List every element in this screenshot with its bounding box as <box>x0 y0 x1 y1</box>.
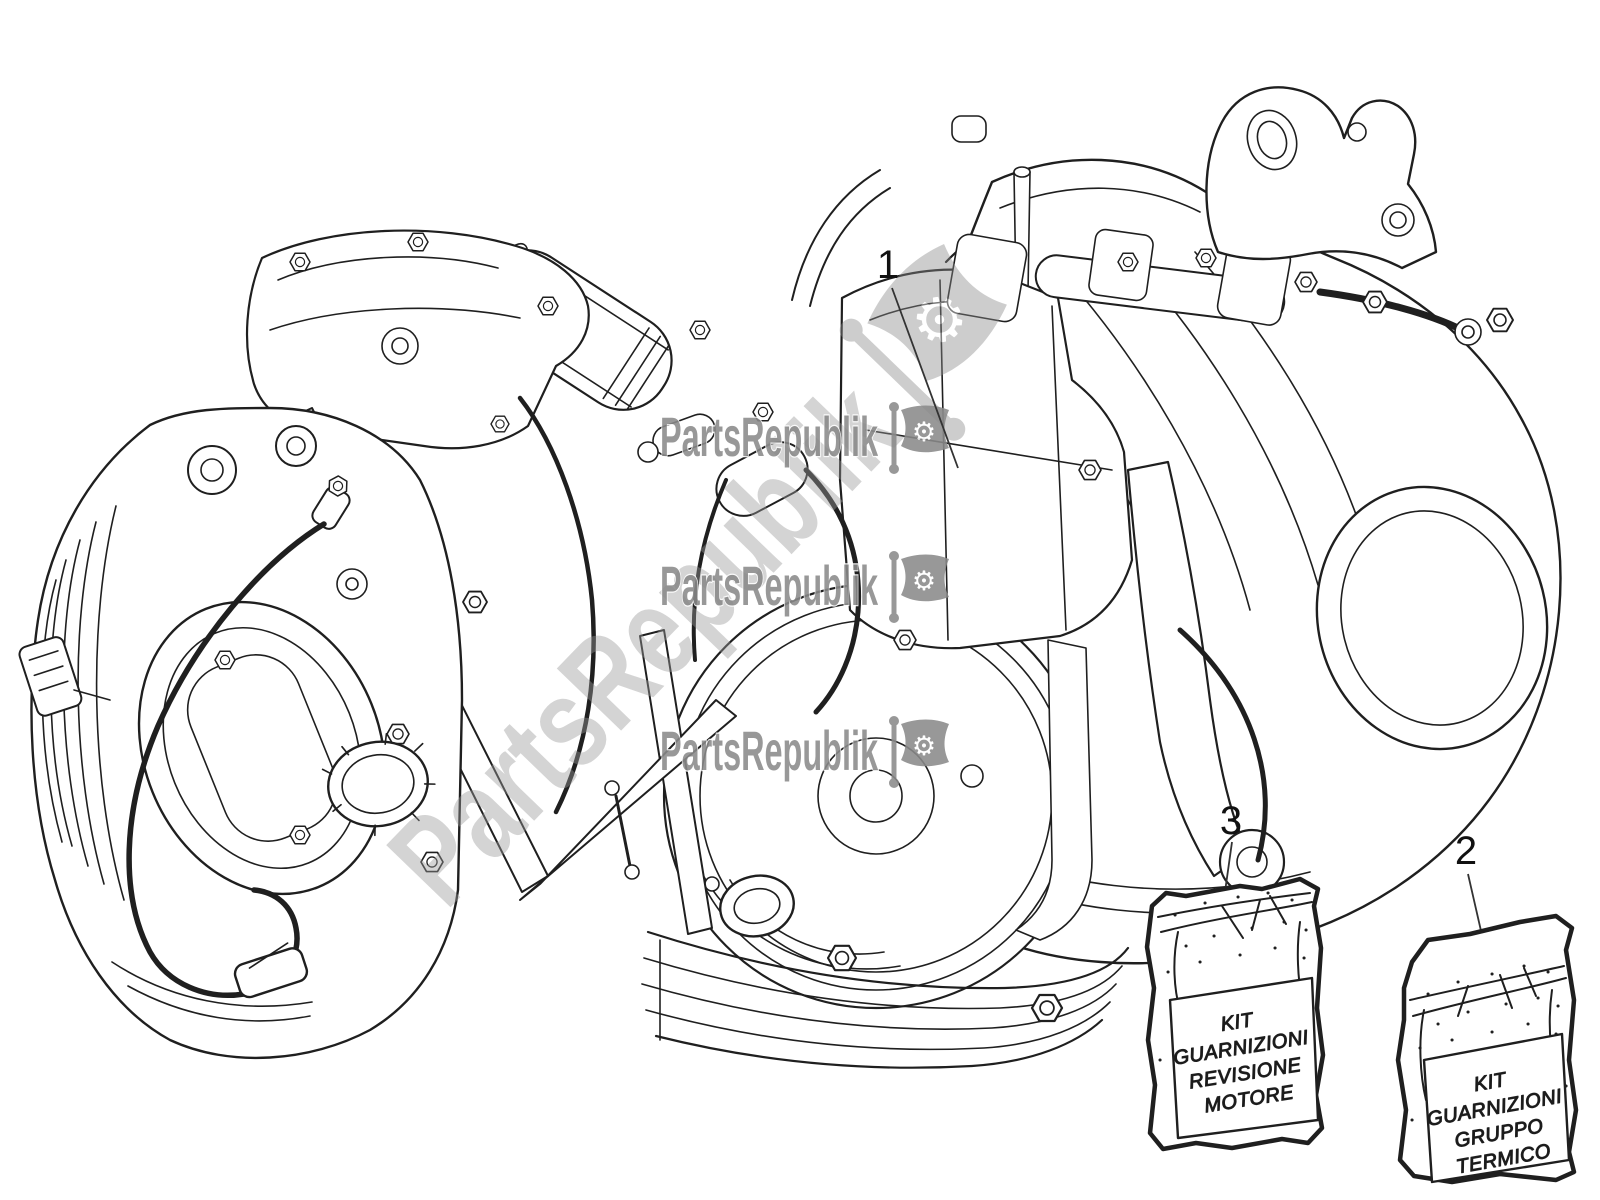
spark-plug-cable <box>126 472 352 999</box>
watermark-row-3: PartsRepublik <box>659 716 949 788</box>
watermark-text: PartsRepublik <box>660 405 878 468</box>
exhaust-stud <box>704 876 720 892</box>
cvt-inspection-opening <box>1315 485 1549 751</box>
throttle-injector-assembly <box>637 169 891 715</box>
cylinder-head <box>30 406 464 1059</box>
kit-label-2: KIT GUARNIZIONI GRUPPO TERMICO <box>1422 1032 1571 1184</box>
callout-1-leader <box>891 287 959 469</box>
valve-cover-oval <box>137 600 387 896</box>
watermark-text: PartsRepublik <box>660 554 878 617</box>
mount-linkage <box>946 228 1515 346</box>
gasket-kit-bag-3[interactable]: KIT GUARNIZIONI REVISIONE MOTORE <box>1144 876 1326 1152</box>
watermark-row-2: PartsRepublik <box>659 551 949 623</box>
head-cooling-fins <box>41 505 313 1022</box>
rocker-cover <box>245 229 590 450</box>
swingarm-bracket <box>1015 460 1286 941</box>
exhaust-port <box>719 874 795 938</box>
sensor-connector <box>18 636 83 717</box>
watermark-row-1: PartsRepublik <box>659 402 949 474</box>
engine-assembly-drawing <box>18 86 1562 1069</box>
oil-cup <box>321 732 436 837</box>
callout-2-number[interactable]: 2 <box>1455 829 1477 873</box>
cooling-fins <box>641 930 1130 1069</box>
sensor-stem <box>73 689 111 701</box>
crankcase <box>838 268 1134 650</box>
callout-2[interactable]: 2 <box>1455 829 1485 945</box>
kit-label-3: KIT GUARNIZIONI REVISIONE MOTORE <box>1168 976 1320 1140</box>
watermark-text: PartsRepublik <box>660 719 878 782</box>
wiring-harness <box>517 395 640 880</box>
callout-1-number[interactable]: 1 <box>877 243 899 287</box>
callout-1[interactable]: 1 <box>877 243 959 469</box>
engine-mount-bracket <box>1205 86 1438 270</box>
gasket-kit-bag-2[interactable]: KIT GUARNIZIONI GRUPPO TERMICO <box>1395 913 1579 1185</box>
callout-3-number[interactable]: 3 <box>1220 799 1242 843</box>
